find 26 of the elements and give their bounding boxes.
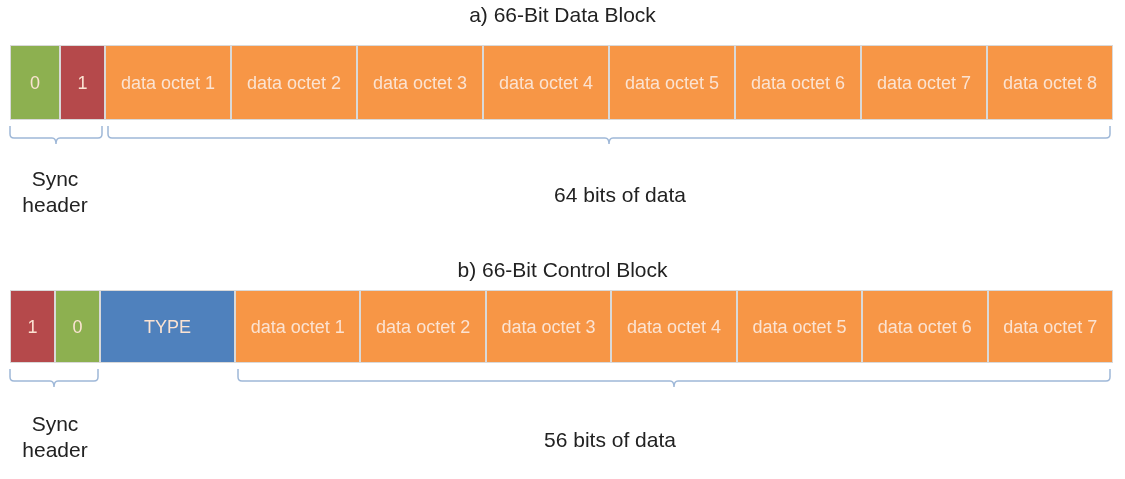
- data-octet-cell: data octet 4: [483, 45, 609, 120]
- data-octet-cell: data octet 7: [861, 45, 987, 120]
- data-octet-cell: data octet 7: [987, 290, 1113, 363]
- block-title: a) 66-Bit Data Block: [468, 2, 657, 28]
- sync-bit-cell: 0: [10, 45, 60, 120]
- type-field-cell: TYPE: [100, 290, 235, 363]
- block-title: b) 66-Bit Control Block: [456, 257, 669, 283]
- data-octet-cell: data octet 3: [485, 290, 612, 363]
- data-octet-cell: data octet 6: [735, 45, 861, 120]
- data-octet-cell: data octet 1: [105, 45, 231, 120]
- data-octet-cell: data octet 2: [231, 45, 357, 120]
- sync-bit-cell: 0: [55, 290, 100, 363]
- data-octet-cell: data octet 1: [235, 290, 361, 363]
- data-octet-cell: data octet 6: [862, 290, 988, 363]
- data-octet-cell: data octet 3: [357, 45, 483, 120]
- sync-bit-cell: 1: [10, 290, 55, 363]
- sync-bit-cell: 1: [60, 45, 105, 120]
- data-octet-cell: data octet 2: [360, 290, 486, 363]
- field-label: Sync header: [21, 411, 89, 463]
- data-octet-cell: data octet 8: [987, 45, 1113, 120]
- field-label: 56 bits of data: [543, 427, 677, 453]
- data-octet-cell: data octet 5: [736, 290, 863, 363]
- field-label: Sync header: [21, 166, 89, 218]
- data-octet-cell: data octet 5: [609, 45, 735, 120]
- data-octet-cell: data octet 4: [611, 290, 737, 363]
- field-label: 64 bits of data: [553, 182, 687, 208]
